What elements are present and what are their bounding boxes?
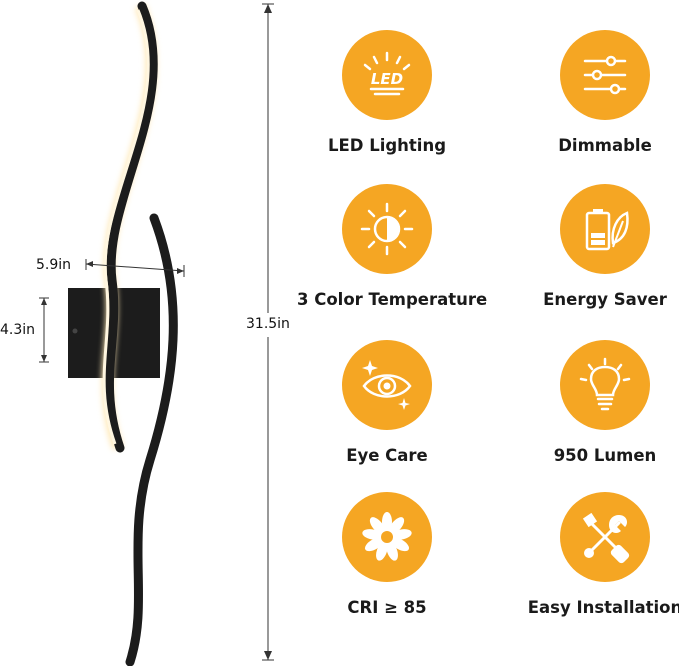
lamp-illustration: 5.9in 4.3in 31.5in (0, 0, 300, 666)
battery-leaf-icon (560, 184, 650, 274)
feature-eye-care: Eye Care (297, 340, 477, 465)
bulb-icon (560, 340, 650, 430)
height-label: 31.5in (246, 316, 290, 332)
led-icon: LED (342, 30, 432, 120)
feature-label: CRI ≥ 85 (347, 598, 427, 617)
depth-label: 4.3in (0, 322, 36, 338)
feature-cri: CRI ≥ 85 (297, 492, 477, 617)
feature-led-lighting: LED LED Lighting (297, 30, 477, 155)
feature-label: LED Lighting (327, 136, 447, 155)
lower-wave-arm (125, 213, 178, 666)
sun-half-icon (342, 184, 432, 274)
feature-energy-saver: Energy Saver (515, 184, 679, 309)
width-dimension-line (85, 263, 185, 272)
led-icon-text: LED (371, 70, 403, 88)
lamp-drawing (39, 1, 300, 666)
plate-screw (72, 328, 78, 334)
tools-icon (560, 492, 650, 582)
feature-label: Dimmable (558, 136, 652, 155)
width-label: 5.9in (36, 257, 72, 273)
upper-wave-arm (104, 1, 158, 453)
feature-label: Eye Care (346, 446, 428, 465)
feature-label: 950 Lumen (553, 446, 657, 465)
eye-sparkle-icon (342, 340, 432, 430)
sliders-icon (560, 30, 650, 120)
flower-icon (342, 492, 432, 582)
feature-label: Easy Installation (527, 598, 679, 617)
feature-label: 3 Color Temperature (297, 290, 488, 309)
feature-dimmable: Dimmable (515, 30, 679, 155)
feature-lumen: 950 Lumen (515, 340, 679, 465)
feature-label: Energy Saver (543, 290, 667, 309)
feature-easy-installation: Easy Installation (515, 492, 679, 617)
led-strip (102, 9, 150, 445)
feature-color-temperature: 3 Color Temperature (297, 184, 488, 309)
